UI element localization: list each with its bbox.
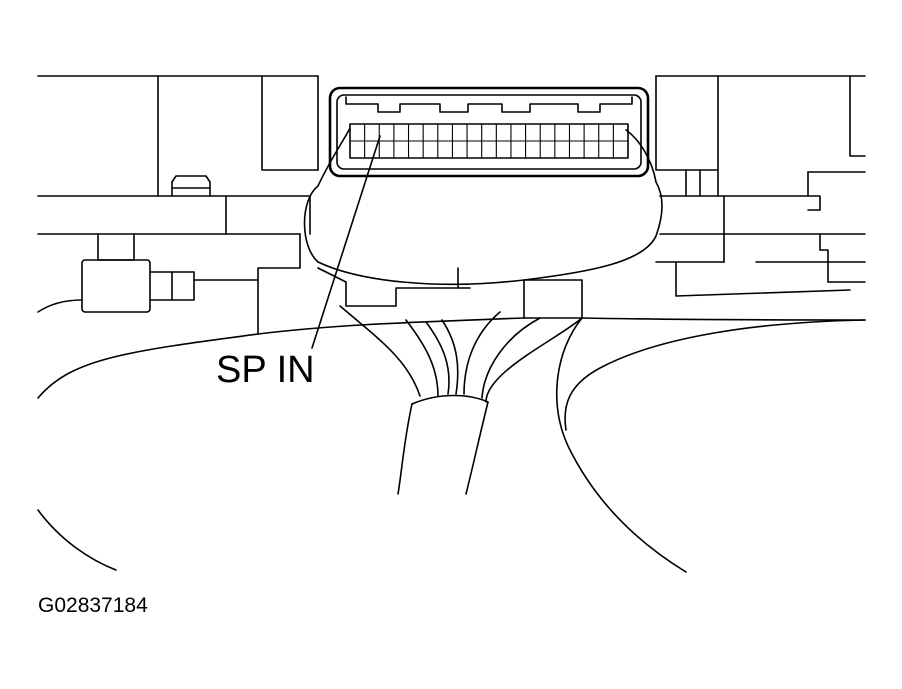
- callout-leader: [311, 135, 381, 349]
- callout-label: SP IN: [216, 349, 315, 391]
- wire-harness: [339, 305, 583, 495]
- terminal-grid: [349, 123, 629, 159]
- connector-body: [328, 86, 650, 178]
- figure-id: G02837184: [38, 594, 148, 617]
- detail-circle: [303, 181, 663, 286]
- lower-panel: [37, 317, 866, 573]
- module-housing: [37, 75, 866, 297]
- inline-connector: [37, 233, 259, 313]
- harness-bracket: [257, 195, 583, 335]
